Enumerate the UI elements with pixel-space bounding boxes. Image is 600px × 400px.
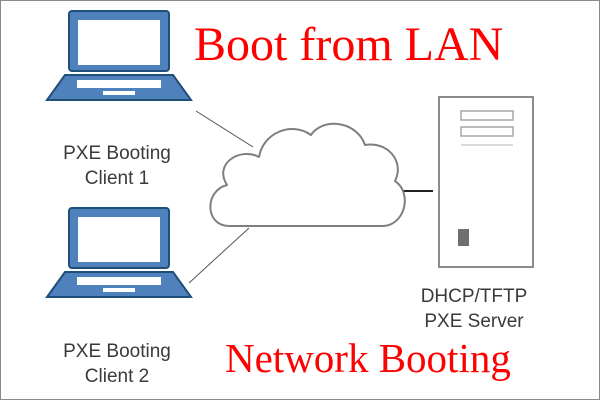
diagram-subtitle: Network Booting <box>225 335 511 381</box>
connector-lines <box>188 110 433 284</box>
laptop-icon <box>46 10 192 101</box>
server-tower-icon <box>438 96 534 268</box>
client1-to-cloud-line <box>195 110 254 148</box>
server-label-line2: PXE Server <box>424 311 524 332</box>
client2-label: PXE Booting Client 2 <box>37 339 197 389</box>
client2-to-cloud-line <box>188 227 250 284</box>
diagram-title: Boot from LAN <box>194 18 504 71</box>
client1-label-line2: Client 1 <box>84 168 150 189</box>
server-label: DHCP/TFTP PXE Server <box>394 284 554 334</box>
client1-label: PXE Booting Client 1 <box>37 141 197 191</box>
client2-label-line1: PXE Booting <box>63 341 171 362</box>
laptop-icon <box>46 207 192 298</box>
server-label-line1: DHCP/TFTP <box>420 286 528 307</box>
client1-label-line1: PXE Booting <box>63 143 171 164</box>
cloud-icon <box>209 122 406 228</box>
client2-label-line2: Client 2 <box>84 366 150 387</box>
